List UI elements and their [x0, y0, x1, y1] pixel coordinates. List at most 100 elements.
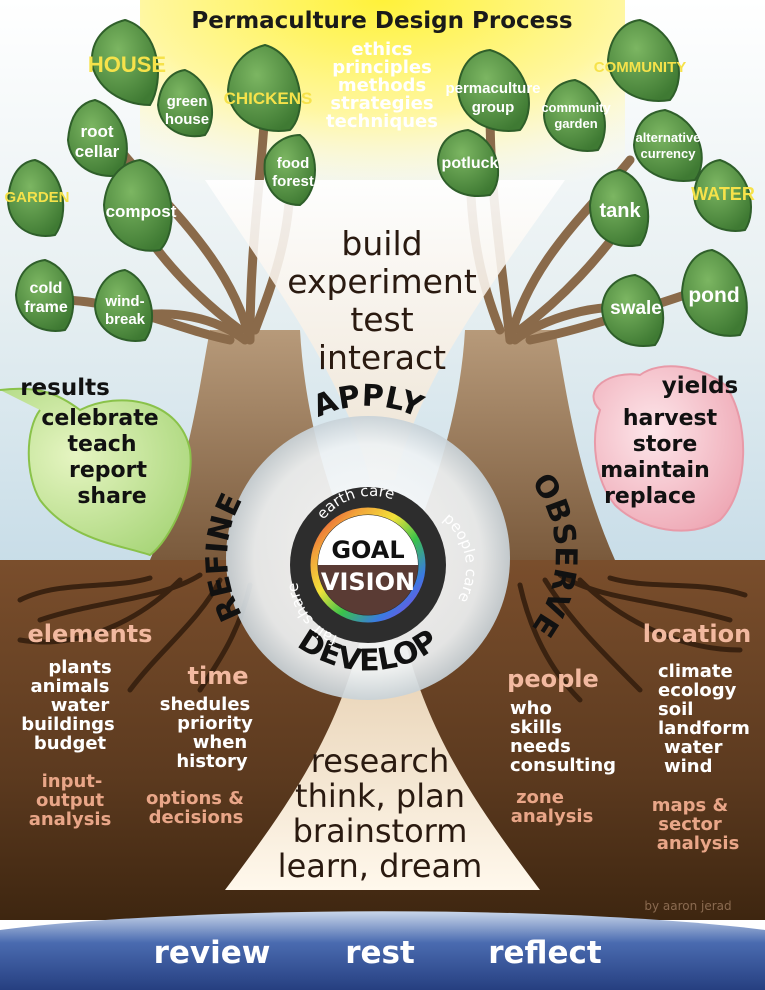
location-item: water: [664, 737, 723, 758]
leaf-house: [90, 18, 159, 107]
leaf-label: swale: [610, 298, 662, 319]
leaf-label: group: [472, 99, 515, 116]
location-note-line: sector: [658, 814, 722, 835]
results-items: celebrate teach report share: [41, 406, 158, 509]
location-item: landform: [658, 718, 750, 739]
leaf-label: green: [167, 93, 208, 110]
sky-word: strategies: [330, 93, 433, 114]
leaf-label: GARDEN: [4, 189, 69, 206]
trunk-bottom-word: brainstorm: [293, 812, 468, 850]
time-note-line: options &: [146, 788, 244, 809]
yields-item: store: [633, 432, 698, 457]
time-items: shedules priority when history: [160, 694, 253, 772]
leaf-label: tank: [599, 200, 641, 222]
location-note: maps & sector analysis: [652, 795, 740, 854]
yields-item: replace: [604, 484, 696, 509]
leaf-label: break: [105, 311, 146, 328]
leaf-label: currency: [641, 146, 697, 161]
leaf-label: food: [277, 155, 309, 172]
leaf-label: pond: [688, 284, 739, 307]
people-item: skills: [510, 717, 562, 738]
trunk-bottom-words: research think, plan brainstorm learn, d…: [278, 742, 483, 885]
people-note: zone analysis: [511, 787, 594, 827]
footer-reflect: reflect: [488, 935, 602, 971]
leaf-permaculture-group: [456, 48, 530, 132]
lower-light-beam: [225, 640, 540, 890]
results-item: share: [77, 484, 146, 509]
time-heading: time: [188, 662, 249, 690]
leaf-label: forest: [272, 173, 314, 190]
leaf-label: frame: [24, 299, 68, 316]
people-heading: people: [507, 665, 599, 693]
leaf-label: root: [80, 122, 113, 141]
leaf-compost: [102, 158, 173, 252]
leaf-label: house: [165, 111, 209, 128]
elements-item: plants: [48, 657, 111, 678]
location-item: ecology: [658, 680, 737, 701]
yields-item: maintain: [600, 458, 710, 483]
location-heading: location: [643, 620, 751, 648]
yields-items: harvest store maintain replace: [600, 406, 717, 509]
leaf-label: community: [541, 100, 611, 115]
time-item: shedules: [160, 694, 251, 715]
elements-item: animals: [31, 676, 110, 697]
leaf-label: compost: [106, 202, 177, 221]
results-item: teach: [68, 432, 137, 457]
leaf-label: garden: [554, 116, 597, 131]
location-item: climate: [658, 661, 733, 682]
leaf-water: [692, 158, 753, 232]
trunk-top-words: build experiment test interact: [287, 224, 477, 377]
upper-light-beam: [205, 180, 565, 480]
elements-note: input- output analysis: [29, 771, 112, 830]
footer-review: review: [154, 935, 271, 971]
leaf-chickens: [226, 43, 302, 132]
location-item: wind: [664, 756, 713, 777]
results-item: celebrate: [41, 406, 158, 431]
results-item: report: [69, 458, 147, 483]
leaf-garden: [6, 158, 65, 237]
leaf-swale: [600, 273, 665, 347]
leaf-greenhouse: [156, 68, 214, 138]
sky-word: methods: [338, 75, 426, 96]
leaf-community-garden: [542, 78, 606, 152]
sky-words: ethics principles methods strategies tec…: [326, 39, 438, 132]
credit: by aaron jerad: [644, 899, 731, 913]
trunk-top-word: test: [350, 300, 413, 339]
location-note-line: analysis: [657, 833, 740, 854]
leaf-food-forest: [263, 133, 316, 207]
leaf-label: permaculture: [445, 80, 540, 97]
location-note-line: maps &: [652, 795, 728, 816]
footer-words: review rest reflect: [154, 935, 602, 971]
yields-heading: yields: [662, 373, 739, 399]
leaf-windbreak: [93, 268, 154, 342]
leaf-label: alternative: [635, 130, 700, 145]
rainbow-ring: [310, 507, 426, 623]
leaf-label: HOUSE: [88, 52, 166, 77]
leaf-pond: [680, 248, 748, 337]
time-note: options & decisions: [146, 788, 244, 828]
people-note-line: zone: [516, 787, 564, 808]
footer-rest: rest: [345, 935, 415, 971]
leaf-label: wind-: [104, 293, 144, 310]
leaf-root-cellar: [66, 98, 128, 177]
sky-word: ethics: [351, 39, 412, 60]
center-goal: GOAL: [331, 536, 404, 564]
leaf-tank: [588, 168, 650, 247]
trunk-bottom-word: learn, dream: [278, 847, 483, 885]
results-heading: results: [20, 375, 110, 401]
results-leaf: [0, 387, 192, 557]
elements-items: plants animals water buildings budget: [21, 657, 115, 754]
leaf-label: cellar: [75, 142, 120, 161]
elements-item: water: [51, 695, 110, 716]
vision-half: [318, 565, 418, 615]
elements-item: budget: [34, 733, 107, 754]
people-items: who skills needs consulting: [510, 698, 616, 776]
time-note-line: decisions: [149, 807, 244, 828]
location-item: soil: [658, 699, 693, 720]
left-leaves: HOUSE green house CHICKENS root cellar f…: [4, 18, 316, 342]
yields-apple: [592, 365, 745, 532]
people-note-line: analysis: [511, 806, 594, 827]
people-item: consulting: [510, 755, 616, 776]
